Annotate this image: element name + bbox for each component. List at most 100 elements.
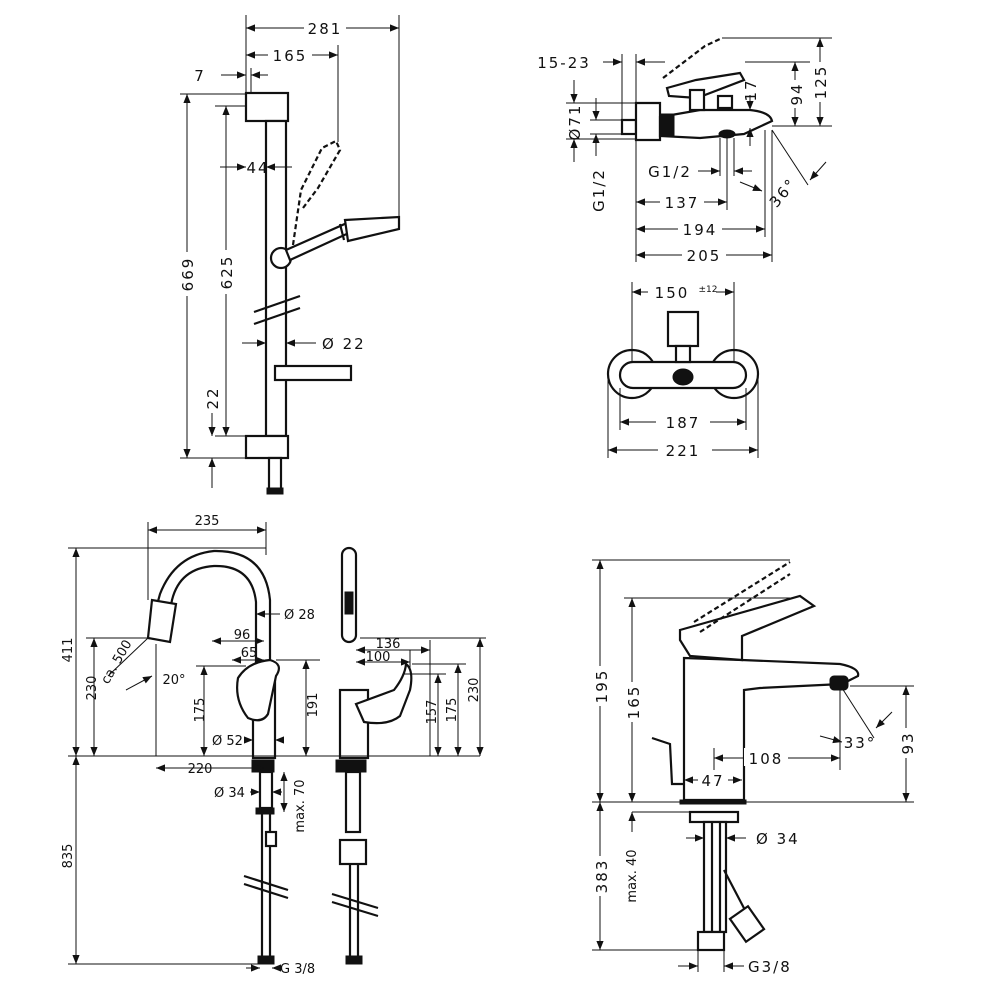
dim-17: 17 <box>742 78 760 101</box>
aerator <box>829 675 849 691</box>
dim-835: 835 <box>61 844 76 869</box>
supply-hose-front <box>348 864 360 964</box>
dim-44: 44 <box>246 159 269 177</box>
dim-175b: 175 <box>445 698 460 723</box>
dim-235: 235 <box>195 514 220 529</box>
dim-230b: 230 <box>467 678 482 703</box>
hand-shower-collar <box>338 223 346 241</box>
shank-front <box>344 770 362 834</box>
dim-angle-33: 33° <box>844 734 877 752</box>
dim-125: 125 <box>812 65 830 100</box>
dim-100: 100 <box>366 650 391 665</box>
dim-165: 165 <box>273 47 308 65</box>
dim-205: 205 <box>687 247 722 265</box>
basin-shank <box>702 820 728 934</box>
dim-hose-length: ca. 500 <box>98 638 135 687</box>
hose-end-nut <box>257 955 275 965</box>
dim-220: 220 <box>188 762 213 777</box>
dim-g12-horizontal: G1/2 <box>648 163 692 181</box>
basin-lever-raised <box>693 561 791 633</box>
wall-bracket-bottom <box>244 434 290 460</box>
mixer-body-spout <box>658 108 774 140</box>
hand-shower-tilted-position <box>291 139 342 246</box>
dim-diameter-28: Ø 28 <box>284 608 315 623</box>
wall-bracket-top <box>244 91 290 123</box>
lever-raised-position <box>662 37 723 79</box>
dim-230: 230 <box>85 676 100 701</box>
hose-break-line-front <box>331 892 379 910</box>
bath-mixer-front-drawing: 150 ±12 187 221 <box>606 282 760 460</box>
dim-281: 281 <box>308 20 343 38</box>
dim-175: 175 <box>193 698 208 723</box>
dim-7: 7 <box>194 67 206 85</box>
dim-669: 669 <box>179 257 197 292</box>
lever-stem-front <box>674 344 692 364</box>
dim-108: 108 <box>749 750 784 768</box>
dim-150-tolerance: ±12 <box>699 285 718 295</box>
lever-stem <box>688 88 706 112</box>
rail-break-line <box>253 294 301 314</box>
diverter-knob <box>716 94 734 110</box>
dim-15-23: 15-23 <box>537 54 591 72</box>
dim-194: 194 <box>683 221 718 239</box>
dim-diameter-52: Ø 52 <box>212 734 243 749</box>
hand-shower-head <box>343 215 401 243</box>
base-flange-front <box>335 759 367 773</box>
spout-outlet-front <box>672 368 694 386</box>
dim-165: 165 <box>625 685 643 720</box>
basin-hose-nut <box>696 930 726 952</box>
dim-383: 383 <box>593 859 611 894</box>
spray-head <box>146 598 178 644</box>
base-flange <box>251 759 275 773</box>
shank <box>258 770 274 810</box>
dim-191: 191 <box>306 693 321 718</box>
hose-nut <box>266 487 284 495</box>
fixing-plate <box>688 810 740 824</box>
dim-187: 187 <box>666 414 701 432</box>
dim-diameter-34: Ø 34 <box>214 786 245 801</box>
basin-base <box>679 799 747 805</box>
basin-mixer-body <box>682 656 860 802</box>
rail-break-line <box>253 306 301 326</box>
basin-lever <box>678 594 817 662</box>
shower-set-drawing: 281 165 7 44 669 625 22 Ø 22 <box>176 15 401 495</box>
dim-411: 411 <box>61 638 76 663</box>
fixing-nut <box>255 807 275 815</box>
dim-22: 22 <box>204 386 222 409</box>
lever-front <box>354 661 413 725</box>
soap-dish <box>273 364 353 382</box>
dim-angle-36: 36° <box>766 175 801 212</box>
hose-break-line-front <box>331 900 379 918</box>
dim-g38: G 3/8 <box>280 962 315 977</box>
dim-rail-diameter: Ø 22 <box>322 335 366 353</box>
dim-221: 221 <box>666 442 701 460</box>
dim-137: 137 <box>665 194 700 212</box>
dim-65: 65 <box>241 646 258 661</box>
lever-front <box>666 310 700 348</box>
hose-valve-front <box>338 838 368 866</box>
dim-150: 150 <box>655 284 690 302</box>
spray-head-front <box>344 591 354 615</box>
mixer-connector-nut <box>659 113 675 137</box>
dim-max-40: max. 40 <box>625 849 640 902</box>
hose-valve <box>264 830 278 848</box>
dim-g12-vertical: G1/2 <box>590 168 608 212</box>
kitchen-mixer-side-drawing: 235 Ø 28 96 65 136 100 411 230 ca. 500 2… <box>61 514 486 977</box>
bath-mixer-side-drawing: 15-23 Ø71 G1/2 G1/2 17 94 125 <box>537 37 832 265</box>
basin-hose <box>710 822 722 940</box>
hose-break-line <box>243 874 289 892</box>
dim-diameter-34-basin: Ø 34 <box>756 830 800 848</box>
lever-handle <box>665 71 746 100</box>
popup-rod <box>651 736 684 786</box>
dim-96: 96 <box>234 628 251 643</box>
hose-connector <box>267 456 283 494</box>
dim-max-70: max. 70 <box>293 779 308 832</box>
dim-93: 93 <box>899 731 917 754</box>
dim-136: 136 <box>376 637 401 652</box>
dim-195: 195 <box>593 669 611 704</box>
basin-mixer-drawing: 195 165 108 47 33° 93 Ø 34 max. <box>590 559 918 976</box>
wall-connector <box>620 118 638 136</box>
mixer-body-cap <box>634 101 662 142</box>
dim-diameter-71: Ø71 <box>566 104 584 141</box>
